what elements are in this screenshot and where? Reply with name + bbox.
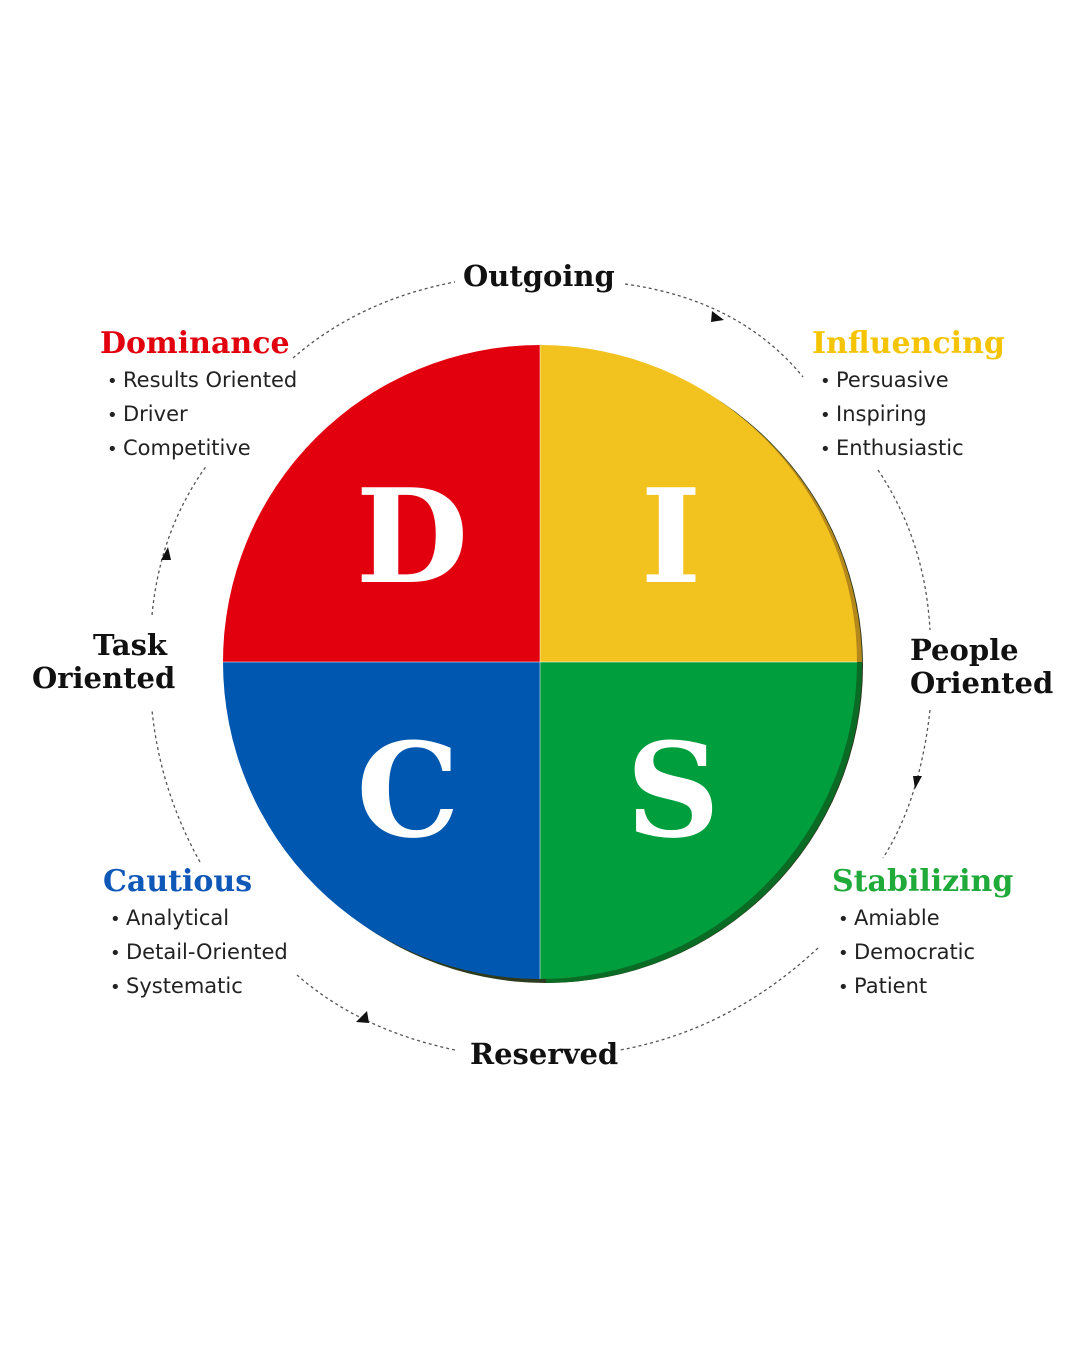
letter-i: I xyxy=(641,460,702,613)
axis-label-people-line2: Oriented xyxy=(910,666,1054,700)
axis-label-people-oriented: People Oriented xyxy=(910,634,1053,700)
quadrant-influencing xyxy=(540,345,857,662)
axis-label-task-line1: Task xyxy=(92,628,167,662)
cycle-arrows xyxy=(161,311,922,1023)
letter-s: S xyxy=(626,714,720,867)
axis-label-task-line2: Oriented xyxy=(32,661,176,695)
trait-item: Results Oriented xyxy=(107,364,297,398)
arrow-bottom-left-icon xyxy=(356,1011,369,1023)
axis-label-reserved: Reserved xyxy=(470,1037,619,1071)
title-influencing: Influencing xyxy=(812,326,1005,361)
traits-influencing: Persuasive Inspiring Enthusiastic xyxy=(820,364,964,466)
trait-item: Detail-Oriented xyxy=(110,936,288,970)
trait-item: Persuasive xyxy=(820,364,964,398)
quadrant-cautious xyxy=(223,662,540,979)
letter-d: D xyxy=(356,460,469,613)
arrow-top-right-icon xyxy=(711,311,724,322)
arrow-right-icon xyxy=(913,776,922,789)
axis-label-people-line1: People xyxy=(910,633,1019,667)
traits-dominance: Results Oriented Driver Competitive xyxy=(107,364,297,466)
title-dominance: Dominance xyxy=(100,326,290,361)
orbit-arc-bottom-right xyxy=(619,947,819,1051)
trait-item: Amiable xyxy=(838,902,975,936)
trait-item: Democratic xyxy=(838,936,975,970)
axis-label-outgoing: Outgoing xyxy=(463,259,615,293)
letter-c: C xyxy=(356,714,459,867)
orbit-arc-left-upper xyxy=(151,464,208,616)
trait-item: Competitive xyxy=(107,432,297,466)
orbit-arc-left-lower xyxy=(151,709,201,863)
arrow-left-icon xyxy=(161,547,171,560)
orbit-arc-right-upper xyxy=(877,469,931,631)
quadrant-dominance xyxy=(223,345,540,662)
orbit-arc-right-lower xyxy=(882,709,931,859)
trait-item: Systematic xyxy=(110,970,288,1004)
trait-item: Inspiring xyxy=(820,398,964,432)
orbit-arc-bottom-left xyxy=(296,974,456,1051)
title-cautious: Cautious xyxy=(103,864,253,899)
quadrant-stabilizing xyxy=(540,662,857,979)
traits-stabilizing: Amiable Democratic Patient xyxy=(838,902,975,1004)
orbit-arc-top-right xyxy=(624,283,804,378)
trait-item: Analytical xyxy=(110,902,288,936)
orbit-arc-top-left xyxy=(292,281,456,359)
trait-item: Enthusiastic xyxy=(820,432,964,466)
axis-label-task-oriented: Task Oriented xyxy=(32,628,176,695)
trait-item: Patient xyxy=(838,970,975,1004)
traits-cautious: Analytical Detail-Oriented Systematic xyxy=(110,902,288,1004)
trait-item: Driver xyxy=(107,398,297,432)
title-stabilizing: Stabilizing xyxy=(832,864,1014,899)
